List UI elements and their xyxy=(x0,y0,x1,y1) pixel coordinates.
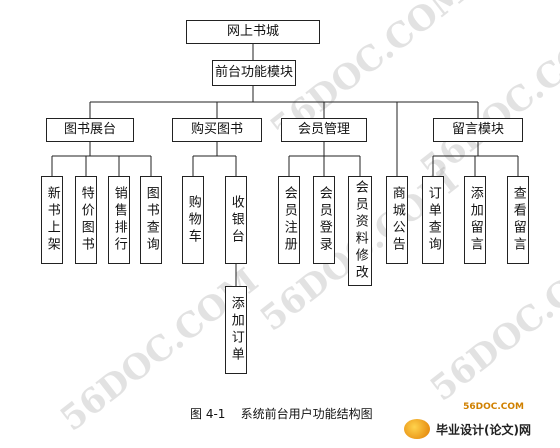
badge-small-text: 56DOC.COM xyxy=(463,402,524,412)
leaf-node-member-register: 会员注册 xyxy=(278,176,300,264)
logo-icon xyxy=(404,419,430,439)
leaf-node-member-profile: 会员资料修改 xyxy=(348,176,372,286)
group-node-member: 会员管理 xyxy=(281,118,367,142)
leaf-node-book-search: 图书查询 xyxy=(140,176,162,264)
leaf-node-member-login: 会员登录 xyxy=(313,176,335,264)
leaf-node-view-message: 查看留言 xyxy=(507,176,529,264)
leaf-node-sales-ranking: 销售排行 xyxy=(108,176,130,264)
leaf-node-special-books: 特价图书 xyxy=(75,176,97,264)
figure-caption: 图 4-1 系统前台用户功能结构图 xyxy=(190,407,373,421)
group-node-purchase: 购买图书 xyxy=(172,118,262,142)
group-node-book-display: 图书展台 xyxy=(46,118,134,142)
leaf-node-add-message: 添加留言 xyxy=(464,176,486,264)
badge-text: 毕业设计(论文)网 xyxy=(436,422,531,437)
leaf-node-store-notice: 商城公告 xyxy=(386,176,408,264)
group-node-message: 留言模块 xyxy=(433,118,523,142)
leaf-node-cart: 购物车 xyxy=(182,176,204,264)
leaf-node-new-books: 新书上架 xyxy=(41,176,63,264)
site-badge: 56DOC.COM 毕业设计(论文)网 xyxy=(404,402,554,442)
leaf-node-order-search: 订单查询 xyxy=(422,176,444,264)
leaf-node-cashier: 收银台 xyxy=(225,176,247,264)
leaf-node-add-order: 添加订单 xyxy=(225,286,247,374)
root-node: 网上书城 xyxy=(186,20,320,44)
module-node: 前台功能模块 xyxy=(212,60,296,86)
